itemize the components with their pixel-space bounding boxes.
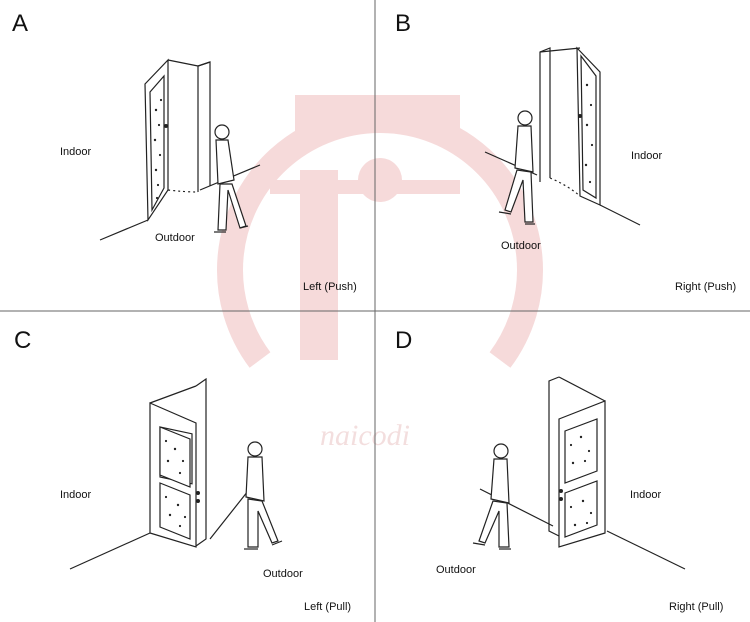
panel-letter: C [14, 327, 32, 354]
panel-letter: B [395, 10, 412, 37]
door-illustration [69, 377, 283, 570]
indoor-label: Indoor [630, 489, 662, 501]
indoor-label: Indoor [60, 146, 92, 158]
panel-letter: A [12, 10, 29, 37]
outdoor-label: Outdoor [155, 232, 195, 244]
person-icon [214, 124, 249, 233]
swing-caption: Left (Pull) [304, 601, 352, 613]
outdoor-label: Outdoor [263, 568, 303, 580]
door-illustration [484, 46, 641, 226]
indoor-label: Indoor [631, 150, 663, 162]
panel-a: A Indoor Outdoor Left (Push) [0, 0, 375, 311]
panel-d: D Indoor Outdoor Right (Pull) [375, 311, 750, 622]
panel-b: B Indoor Outdoor Right (Push) [375, 0, 750, 311]
person-icon [244, 441, 283, 550]
panel-letter: D [395, 327, 413, 354]
swing-caption: Right (Pull) [669, 601, 724, 613]
door-illustration [472, 376, 686, 570]
indoor-label: Indoor [60, 489, 92, 501]
panel-c: C Indoor Outdoor Left (Pull) [0, 311, 375, 622]
outdoor-label: Outdoor [501, 240, 541, 252]
person-icon [498, 110, 535, 225]
outdoor-label: Outdoor [436, 564, 476, 576]
swing-caption: Left (Push) [303, 281, 357, 293]
door-illustration [99, 58, 261, 241]
swing-caption: Right (Push) [675, 281, 737, 293]
person-icon [472, 443, 511, 550]
